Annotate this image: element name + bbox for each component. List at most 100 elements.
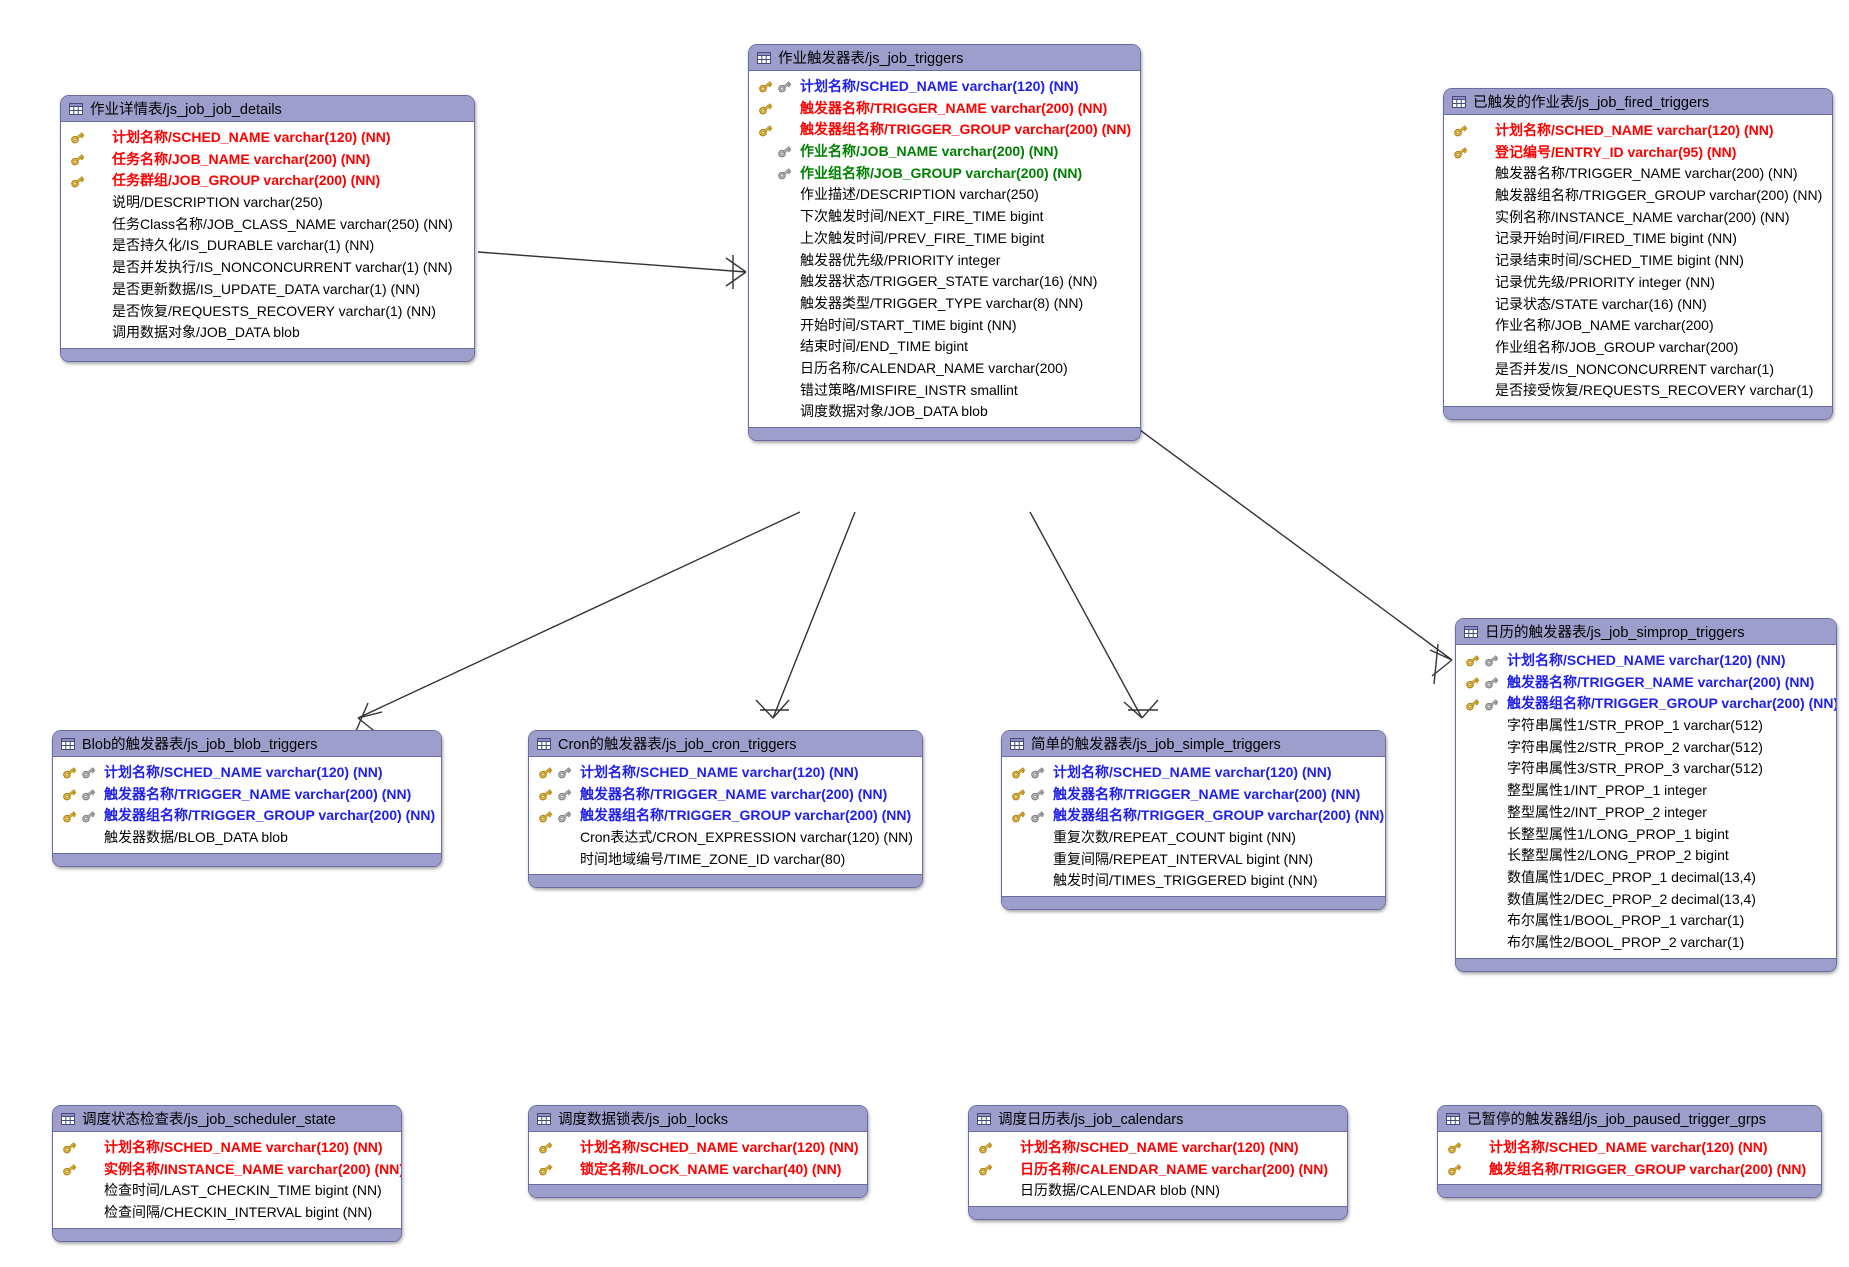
attribute-row[interactable]: 锁定名称/LOCK_NAME varchar(40) (NN) xyxy=(529,1159,867,1181)
attribute-row[interactable]: 登记编号/ENTRY_ID varchar(95) (NN) xyxy=(1444,142,1832,164)
attribute-row[interactable]: 计划名称/SCHED_NAME varchar(120) (NN) xyxy=(53,762,441,784)
attribute-row[interactable]: 触发器名称/TRIGGER_NAME varchar(200) (NN) xyxy=(749,98,1140,120)
attribute-row[interactable]: 开始时间/START_TIME bigint (NN) xyxy=(749,315,1140,337)
attribute-row[interactable]: 触发器组名称/TRIGGER_GROUP varchar(200) (NN) xyxy=(529,805,922,827)
attribute-row[interactable]: 计划名称/SCHED_NAME varchar(120) (NN) xyxy=(53,1137,401,1159)
attribute-row[interactable]: 触发器组名称/TRIGGER_GROUP varchar(200) (NN) xyxy=(53,805,441,827)
attribute-row[interactable]: 触发器状态/TRIGGER_STATE varchar(16) (NN) xyxy=(749,271,1140,293)
attribute-row[interactable]: 作业描述/DESCRIPTION varchar(250) xyxy=(749,184,1140,206)
attribute-row[interactable]: 作业组名称/JOB_GROUP varchar(200) (NN) xyxy=(749,163,1140,185)
attribute-row[interactable]: 计划名称/SCHED_NAME varchar(120) (NN) xyxy=(1444,120,1832,142)
attribute-row[interactable]: 作业名称/JOB_NAME varchar(200) (NN) xyxy=(749,141,1140,163)
attribute-row[interactable]: 计划名称/SCHED_NAME varchar(120) (NN) xyxy=(529,762,922,784)
attribute-row[interactable]: 记录优先级/PRIORITY integer (NN) xyxy=(1444,272,1832,294)
attribute-row[interactable]: 结束时间/END_TIME bigint xyxy=(749,336,1140,358)
attribute-row[interactable]: 任务Class名称/JOB_CLASS_NAME varchar(250) (N… xyxy=(61,214,474,236)
attribute-row[interactable]: 布尔属性1/BOOL_PROP_1 varchar(1) xyxy=(1456,910,1836,932)
attribute-row[interactable]: 触发器组名称/TRIGGER_GROUP varchar(200) (NN) xyxy=(1002,805,1385,827)
attribute-row[interactable]: 触发器数据/BLOB_DATA blob xyxy=(53,827,441,849)
attribute-row[interactable]: 字符串属性3/STR_PROP_3 varchar(512) xyxy=(1456,758,1836,780)
attribute-row[interactable]: 触发器名称/TRIGGER_NAME varchar(200) (NN) xyxy=(1002,784,1385,806)
attribute-row[interactable]: 作业组名称/JOB_GROUP varchar(200) xyxy=(1444,337,1832,359)
entity-title-job_calendars[interactable]: 调度日历表/js_job_calendars xyxy=(969,1106,1347,1132)
attribute-row[interactable]: 布尔属性2/BOOL_PROP_2 varchar(1) xyxy=(1456,932,1836,954)
attribute-row[interactable]: 上次触发时间/PREV_FIRE_TIME bigint xyxy=(749,228,1140,250)
entity-job_paused_trigger_grps[interactable]: 已暂停的触发器组/js_job_paused_trigger_grps 计划名称/… xyxy=(1437,1105,1822,1199)
entity-job_calendars[interactable]: 调度日历表/js_job_calendars 计划名称/SCHED_NAME va… xyxy=(968,1105,1348,1221)
entity-job_blob_triggers[interactable]: Blob的触发器表/js_job_blob_triggers 计划名称/SCHED… xyxy=(52,730,442,867)
attribute-row[interactable]: 是否持久化/IS_DURABLE varchar(1) (NN) xyxy=(61,235,474,257)
attribute-row[interactable]: 是否恢复/REQUESTS_RECOVERY varchar(1) (NN) xyxy=(61,301,474,323)
attribute-row[interactable]: 是否并发执行/IS_NONCONCURRENT varchar(1) (NN) xyxy=(61,257,474,279)
attribute-row[interactable]: 重复次数/REPEAT_COUNT bigint (NN) xyxy=(1002,827,1385,849)
attribute-row[interactable]: 是否并发/IS_NONCONCURRENT varchar(1) xyxy=(1444,359,1832,381)
attribute-row[interactable]: 是否接受恢复/REQUESTS_RECOVERY varchar(1) xyxy=(1444,380,1832,402)
entity-job_job_details[interactable]: 作业详情表/js_job_job_details 计划名称/SCHED_NAME … xyxy=(60,95,475,362)
entity-title-job_fired_triggers[interactable]: 已触发的作业表/js_job_fired_triggers xyxy=(1444,89,1832,115)
attribute-row[interactable]: 调用数据对象/JOB_DATA blob xyxy=(61,322,474,344)
attribute-row[interactable]: 字符串属性2/STR_PROP_2 varchar(512) xyxy=(1456,737,1836,759)
attribute-row[interactable]: 任务名称/JOB_NAME varchar(200) (NN) xyxy=(61,149,474,171)
attribute-row[interactable]: 实例名称/INSTANCE_NAME varchar(200) (NN) xyxy=(53,1159,401,1181)
entity-title-job_job_details[interactable]: 作业详情表/js_job_job_details xyxy=(61,96,474,122)
entity-job_locks[interactable]: 调度数据锁表/js_job_locks 计划名称/SCHED_NAME varch… xyxy=(528,1105,868,1199)
attribute-row[interactable]: 触发器组名称/TRIGGER_GROUP varchar(200) (NN) xyxy=(1456,693,1836,715)
attribute-row[interactable]: 计划名称/SCHED_NAME varchar(120) (NN) xyxy=(61,127,474,149)
attribute-row[interactable]: 字符串属性1/STR_PROP_1 varchar(512) xyxy=(1456,715,1836,737)
attribute-row[interactable]: 数值属性1/DEC_PROP_1 decimal(13,4) xyxy=(1456,867,1836,889)
attribute-row[interactable]: 计划名称/SCHED_NAME varchar(120) (NN) xyxy=(529,1137,867,1159)
attribute-row[interactable]: 触发时间/TIMES_TRIGGERED bigint (NN) xyxy=(1002,870,1385,892)
attribute-row[interactable]: 触发器组名称/TRIGGER_GROUP varchar(200) (NN) xyxy=(749,119,1140,141)
entity-title-job_scheduler_state[interactable]: 调度状态检查表/js_job_scheduler_state xyxy=(53,1106,401,1132)
attribute-row[interactable]: 时间地域编号/TIME_ZONE_ID varchar(80) xyxy=(529,849,922,871)
attribute-row[interactable]: 作业名称/JOB_NAME varchar(200) xyxy=(1444,315,1832,337)
attribute-row[interactable]: 数值属性2/DEC_PROP_2 decimal(13,4) xyxy=(1456,889,1836,911)
entity-job_simple_triggers[interactable]: 简单的触发器表/js_job_simple_triggers 计划名称/SCHED… xyxy=(1001,730,1386,911)
attribute-row[interactable]: 触发器优先级/PRIORITY integer xyxy=(749,250,1140,272)
attribute-row[interactable]: 任务群组/JOB_GROUP varchar(200) (NN) xyxy=(61,170,474,192)
attribute-row[interactable]: 触发器类型/TRIGGER_TYPE varchar(8) (NN) xyxy=(749,293,1140,315)
attribute-row[interactable]: 记录状态/STATE varchar(16) (NN) xyxy=(1444,294,1832,316)
attribute-row[interactable]: 长整型属性1/LONG_PROP_1 bigint xyxy=(1456,824,1836,846)
attribute-row[interactable]: 触发器名称/TRIGGER_NAME varchar(200) (NN) xyxy=(1456,672,1836,694)
entity-title-job_blob_triggers[interactable]: Blob的触发器表/js_job_blob_triggers xyxy=(53,731,441,757)
attribute-row[interactable]: 日历名称/CALENDAR_NAME varchar(200) xyxy=(749,358,1140,380)
attribute-row[interactable]: 计划名称/SCHED_NAME varchar(120) (NN) xyxy=(1002,762,1385,784)
attribute-row[interactable]: 触发组名称/TRIGGER_GROUP varchar(200) (NN) xyxy=(1438,1159,1821,1181)
entity-title-job_simprop_triggers[interactable]: 日历的触发器表/js_job_simprop_triggers xyxy=(1456,619,1836,645)
entity-title-job_simple_triggers[interactable]: 简单的触发器表/js_job_simple_triggers xyxy=(1002,731,1385,757)
entity-title-job_locks[interactable]: 调度数据锁表/js_job_locks xyxy=(529,1106,867,1132)
attribute-row[interactable]: Cron表达式/CRON_EXPRESSION varchar(120) (NN… xyxy=(529,827,922,849)
entity-job_simprop_triggers[interactable]: 日历的触发器表/js_job_simprop_triggers 计划名称/SCHE… xyxy=(1455,618,1837,972)
entity-job_scheduler_state[interactable]: 调度状态检查表/js_job_scheduler_state 计划名称/SCHED… xyxy=(52,1105,402,1242)
entity-job_fired_triggers[interactable]: 已触发的作业表/js_job_fired_triggers 计划名称/SCHED_… xyxy=(1443,88,1833,420)
attribute-row[interactable]: 长整型属性2/LONG_PROP_2 bigint xyxy=(1456,845,1836,867)
attribute-row[interactable]: 计划名称/SCHED_NAME varchar(120) (NN) xyxy=(969,1137,1347,1159)
attribute-row[interactable]: 是否更新数据/IS_UPDATE_DATA varchar(1) (NN) xyxy=(61,279,474,301)
attribute-row[interactable]: 触发器名称/TRIGGER_NAME varchar(200) (NN) xyxy=(529,784,922,806)
entity-title-job_cron_triggers[interactable]: Cron的触发器表/js_job_cron_triggers xyxy=(529,731,922,757)
attribute-row[interactable]: 计划名称/SCHED_NAME varchar(120) (NN) xyxy=(1456,650,1836,672)
attribute-row[interactable]: 记录结束时间/SCHED_TIME bigint (NN) xyxy=(1444,250,1832,272)
attribute-row[interactable]: 错过策略/MISFIRE_INSTR smallint xyxy=(749,380,1140,402)
entity-title-job_paused_trigger_grps[interactable]: 已暂停的触发器组/js_job_paused_trigger_grps xyxy=(1438,1106,1821,1132)
attribute-row[interactable]: 触发器组名称/TRIGGER_GROUP varchar(200) (NN) xyxy=(1444,185,1832,207)
attribute-row[interactable]: 检查时间/LAST_CHECKIN_TIME bigint (NN) xyxy=(53,1180,401,1202)
attribute-row[interactable]: 整型属性1/INT_PROP_1 integer xyxy=(1456,780,1836,802)
entity-title-job_triggers[interactable]: 作业触发器表/js_job_triggers xyxy=(749,45,1140,71)
attribute-row[interactable]: 检查间隔/CHECKIN_INTERVAL bigint (NN) xyxy=(53,1202,401,1224)
attribute-row[interactable]: 记录开始时间/FIRED_TIME bigint (NN) xyxy=(1444,228,1832,250)
entity-job_triggers[interactable]: 作业触发器表/js_job_triggers 计划名称/SCHED_NAME va… xyxy=(748,44,1141,441)
attribute-row[interactable]: 实例名称/INSTANCE_NAME varchar(200) (NN) xyxy=(1444,207,1832,229)
attribute-row[interactable]: 下次触发时间/NEXT_FIRE_TIME bigint xyxy=(749,206,1140,228)
attribute-row[interactable]: 日历数据/CALENDAR blob (NN) xyxy=(969,1180,1347,1202)
attribute-row[interactable]: 说明/DESCRIPTION varchar(250) xyxy=(61,192,474,214)
attribute-row[interactable]: 计划名称/SCHED_NAME varchar(120) (NN) xyxy=(1438,1137,1821,1159)
attribute-row[interactable]: 调度数据对象/JOB_DATA blob xyxy=(749,401,1140,423)
attribute-row[interactable]: 重复间隔/REPEAT_INTERVAL bigint (NN) xyxy=(1002,849,1385,871)
attribute-row[interactable]: 计划名称/SCHED_NAME varchar(120) (NN) xyxy=(749,76,1140,98)
attribute-row[interactable]: 整型属性2/INT_PROP_2 integer xyxy=(1456,802,1836,824)
entity-job_cron_triggers[interactable]: Cron的触发器表/js_job_cron_triggers 计划名称/SCHED… xyxy=(528,730,923,889)
attribute-row[interactable]: 触发器名称/TRIGGER_NAME varchar(200) (NN) xyxy=(1444,163,1832,185)
attribute-row[interactable]: 日历名称/CALENDAR_NAME varchar(200) (NN) xyxy=(969,1159,1347,1181)
